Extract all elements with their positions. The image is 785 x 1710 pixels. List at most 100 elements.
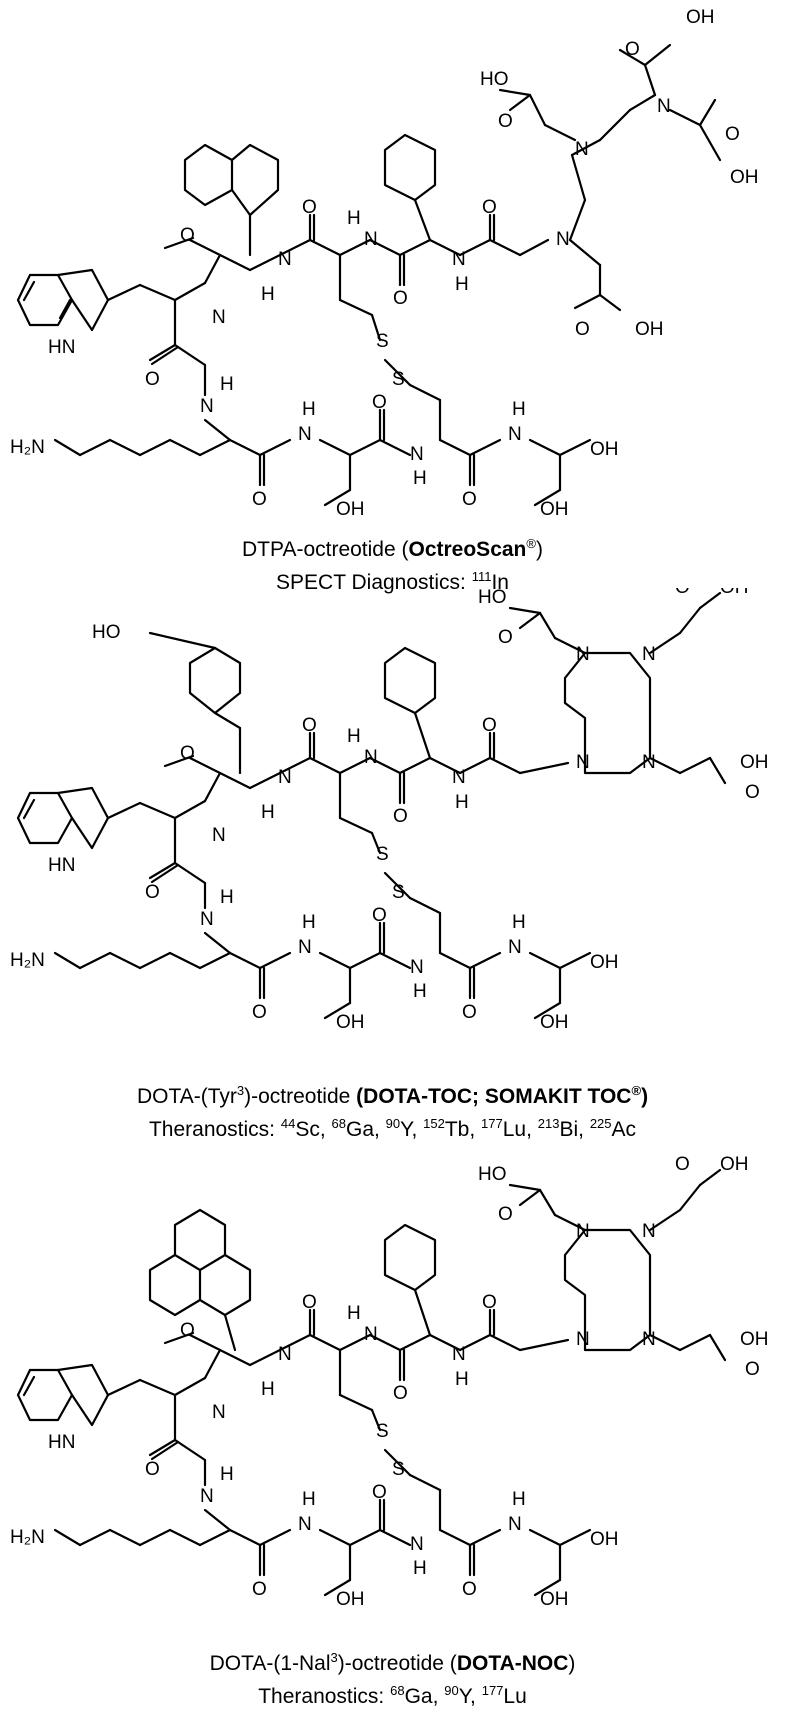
isotope: 44Sc — [280, 1116, 320, 1141]
atom-label: H — [455, 1369, 469, 1390]
atom-label: O — [498, 1204, 513, 1225]
atom-label: O — [145, 882, 160, 903]
atom-label: N — [642, 1221, 656, 1242]
atom-label: HO — [478, 588, 507, 608]
atom-label: N — [452, 1344, 466, 1365]
atom-label: H — [220, 887, 234, 908]
atom-label: N — [642, 752, 656, 773]
atom-label: N — [410, 444, 424, 465]
atom-label: HO — [92, 622, 121, 643]
caption-name: DOTA-(1-Nal3)-octreotide (DOTA-NOC) — [0, 1644, 785, 1677]
atom-label: H₂N — [10, 950, 45, 971]
isotope-mass: 177 — [481, 1683, 504, 1698]
isotope-mass: 44 — [280, 1116, 296, 1131]
atom-label: N — [364, 1324, 378, 1345]
atom-label: H — [347, 208, 361, 229]
atom-labels: HN O N H N O H N O N H O N N N N HO O O … — [10, 1154, 769, 1610]
atom-label: O — [252, 489, 267, 510]
atom-label: N — [298, 424, 312, 445]
isotope: 111In — [471, 569, 509, 594]
isotope: 177Lu — [481, 1683, 527, 1708]
atom-label: OH — [740, 1329, 769, 1350]
caption-isotopes: Theranostics: 68Ga, 90Y, 177Lu — [258, 1683, 527, 1708]
isotope: 225Ac — [590, 1116, 637, 1141]
atom-label: OH — [720, 1154, 749, 1175]
isotope-mass: 111 — [471, 569, 492, 584]
atom-label: H — [302, 912, 316, 933]
caption-bold: DOTA-NOC — [456, 1652, 569, 1675]
isotope-mass: 152 — [423, 1116, 445, 1131]
atom-label: O — [498, 111, 513, 132]
structure-dota-toc: HO HN O N H N O H N O N H O N N N N HO O… — [10, 588, 769, 1033]
caption-text: )-octreotide ( — [337, 1652, 457, 1675]
atom-label: H — [413, 1558, 427, 1579]
atom-label: N — [298, 937, 312, 958]
isotope-element: Ga — [345, 1118, 374, 1141]
isotope-mass: 177 — [481, 1116, 503, 1131]
atom-label: O — [482, 1292, 497, 1313]
atom-label: N — [576, 1329, 590, 1350]
atom-label: S — [376, 844, 389, 865]
atom-label: H₂N — [10, 437, 45, 458]
atom-label: H — [455, 274, 469, 295]
atom-label: N — [410, 957, 424, 978]
atom-label: N — [556, 229, 570, 250]
atom-label: O — [372, 392, 387, 413]
atom-label: N — [278, 1344, 292, 1365]
atom-label: H — [512, 912, 526, 933]
atom-label: OH — [730, 167, 759, 188]
isotope-element: Ac — [611, 1118, 637, 1141]
peptide-backbone-bonds — [16, 1168, 727, 1597]
isotope: 177Lu — [481, 1116, 526, 1141]
atom-label: O — [145, 1459, 160, 1480]
atom-label: H — [413, 981, 427, 1002]
caption-bold: (DOTA-TOC; SOMAKIT TOC — [356, 1085, 632, 1108]
atom-label: N — [364, 747, 378, 768]
atom-label: H — [261, 802, 275, 823]
atom-label: O — [393, 806, 408, 827]
atom-label: HN — [48, 1432, 75, 1453]
caption-dota-toc: DOTA-(Tyr3)-octreotide (DOTA-TOC; SOMAKI… — [0, 1077, 785, 1143]
atom-label: H — [261, 1379, 275, 1400]
isotope-element: Bi — [559, 1118, 579, 1141]
caption-text: )-octreotide — [244, 1085, 357, 1108]
atom-label: O — [372, 905, 387, 926]
atom-labels: HO HN O N H N O H N O N H O N N N N HO O… — [10, 588, 769, 1033]
caption-superscript: 3 — [330, 1650, 338, 1665]
atom-label: O — [302, 1292, 317, 1313]
atom-label: H — [302, 1489, 316, 1510]
atom-label: O — [745, 1359, 760, 1380]
atom-label: O — [252, 1579, 267, 1600]
caption-text: ) — [535, 538, 543, 561]
atom-label: H — [512, 1489, 526, 1510]
isotope-mass: 68 — [390, 1683, 405, 1698]
atom-label: O — [675, 1154, 690, 1175]
atom-label: O — [393, 1383, 408, 1404]
caption-text: DOTA-(1-Nal — [209, 1652, 331, 1675]
atom-label: N — [642, 1329, 656, 1350]
caption-use-label: Theranostics: — [148, 1118, 281, 1141]
atom-label: O — [302, 715, 317, 736]
isotope: 213Bi — [538, 1116, 579, 1141]
caption-name: DTPA-octreotide (OctreoScan®) — [0, 530, 785, 563]
caption-bold: ) — [641, 1085, 649, 1108]
caption-superscript: 3 — [236, 1083, 245, 1098]
atom-label: OH — [686, 7, 715, 28]
atom-label: HN — [48, 337, 75, 358]
atom-label: OH — [336, 499, 365, 520]
atom-label: OH — [540, 499, 569, 520]
caption-bold: OctreoScan — [408, 538, 527, 561]
structure-dota-noc: HN O N H N O H N O N H O N N N N HO O O … — [10, 1154, 769, 1610]
atom-label: N — [212, 307, 226, 328]
atom-label: H — [512, 399, 526, 420]
atom-label: N — [452, 767, 466, 788]
isotope-element: Ga — [404, 1685, 433, 1708]
atom-label: O — [180, 743, 195, 764]
atom-label: O — [302, 197, 317, 218]
atom-label: OH — [540, 1589, 569, 1610]
atom-label: S — [392, 882, 405, 903]
atom-label: HO — [480, 69, 509, 90]
atom-label: O — [252, 1002, 267, 1023]
atom-label: S — [392, 369, 405, 390]
caption-use-label: SPECT Diagnostics: — [276, 571, 472, 594]
